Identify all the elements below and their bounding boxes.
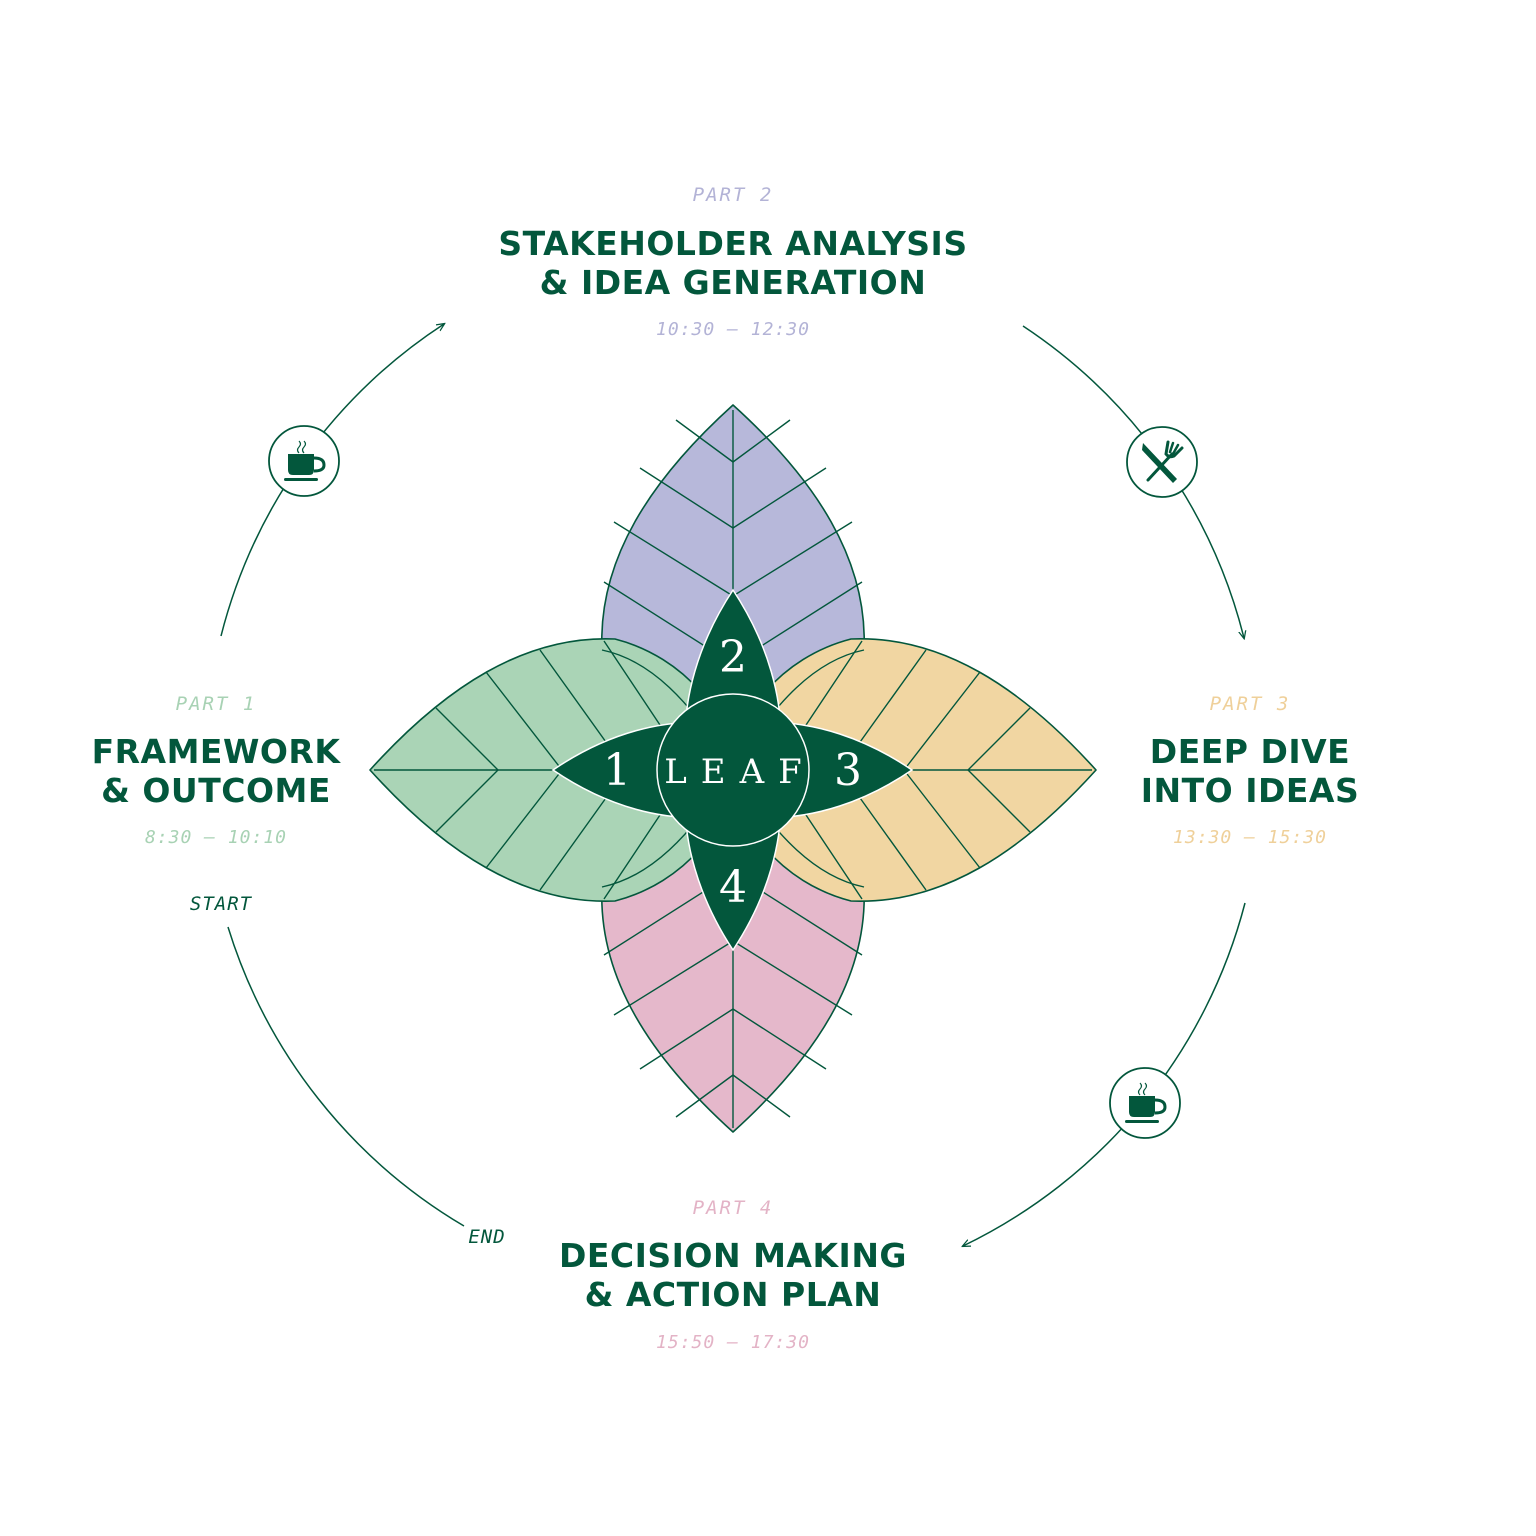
part4-time: 15:50 — 17:30 — [656, 1332, 810, 1353]
part1-label: PART 1 — [176, 693, 257, 715]
center-star — [551, 588, 914, 952]
part4-block: PART 4 DECISION MAKING & ACTION PLAN 15:… — [559, 1197, 907, 1353]
break-coffee-1 — [268, 425, 340, 497]
knife-fork-icon — [1142, 440, 1184, 483]
break-coffee-2 — [1109, 1067, 1181, 1139]
center-brand: LEAF — [664, 752, 816, 792]
part1-title-line1: FRAMEWORK — [92, 732, 342, 771]
arc-start-to-end — [227, 926, 465, 1227]
part1-block: PART 1 FRAMEWORK & OUTCOME 8:30 — 10:10 — [92, 693, 342, 848]
part2-title-line2: & IDEA GENERATION — [540, 263, 927, 302]
part3-title-line1: DEEP DIVE — [1150, 732, 1350, 771]
break-lunch — [1126, 426, 1198, 498]
center-number-3: 3 — [834, 745, 862, 796]
end-marker: END — [468, 1226, 505, 1248]
part1-title-line2: & OUTCOME — [101, 771, 331, 810]
center-circle — [656, 693, 810, 847]
center-number-1: 1 — [603, 745, 631, 796]
part3-label: PART 3 — [1210, 693, 1291, 715]
part2-block: PART 2 STAKEHOLDER ANALYSIS & IDEA GENER… — [498, 184, 967, 340]
coffee-cup-icon — [1125, 1082, 1167, 1123]
leaves — [369, 404, 1097, 1133]
part3-title-line2: INTO IDEAS — [1141, 771, 1359, 810]
part2-time: 10:30 — 12:30 — [656, 319, 810, 340]
center-number-2: 2 — [719, 632, 747, 683]
part4-title-line1: DECISION MAKING — [559, 1236, 907, 1275]
coffee-cup-icon — [284, 440, 326, 481]
part2-title-line1: STAKEHOLDER ANALYSIS — [498, 224, 967, 263]
part3-time: 13:30 — 15:30 — [1173, 827, 1327, 848]
part4-title-line2: & ACTION PLAN — [585, 1275, 882, 1314]
start-marker: START — [190, 893, 253, 915]
part2-label: PART 2 — [693, 184, 774, 206]
arc-part3-to-part4 — [963, 902, 1246, 1246]
part3-block: PART 3 DEEP DIVE INTO IDEAS 13:30 — 15:3… — [1141, 693, 1359, 848]
part4-label: PART 4 — [693, 1197, 774, 1219]
center-number-4: 4 — [719, 862, 747, 913]
part1-time: 8:30 — 10:10 — [145, 827, 287, 848]
